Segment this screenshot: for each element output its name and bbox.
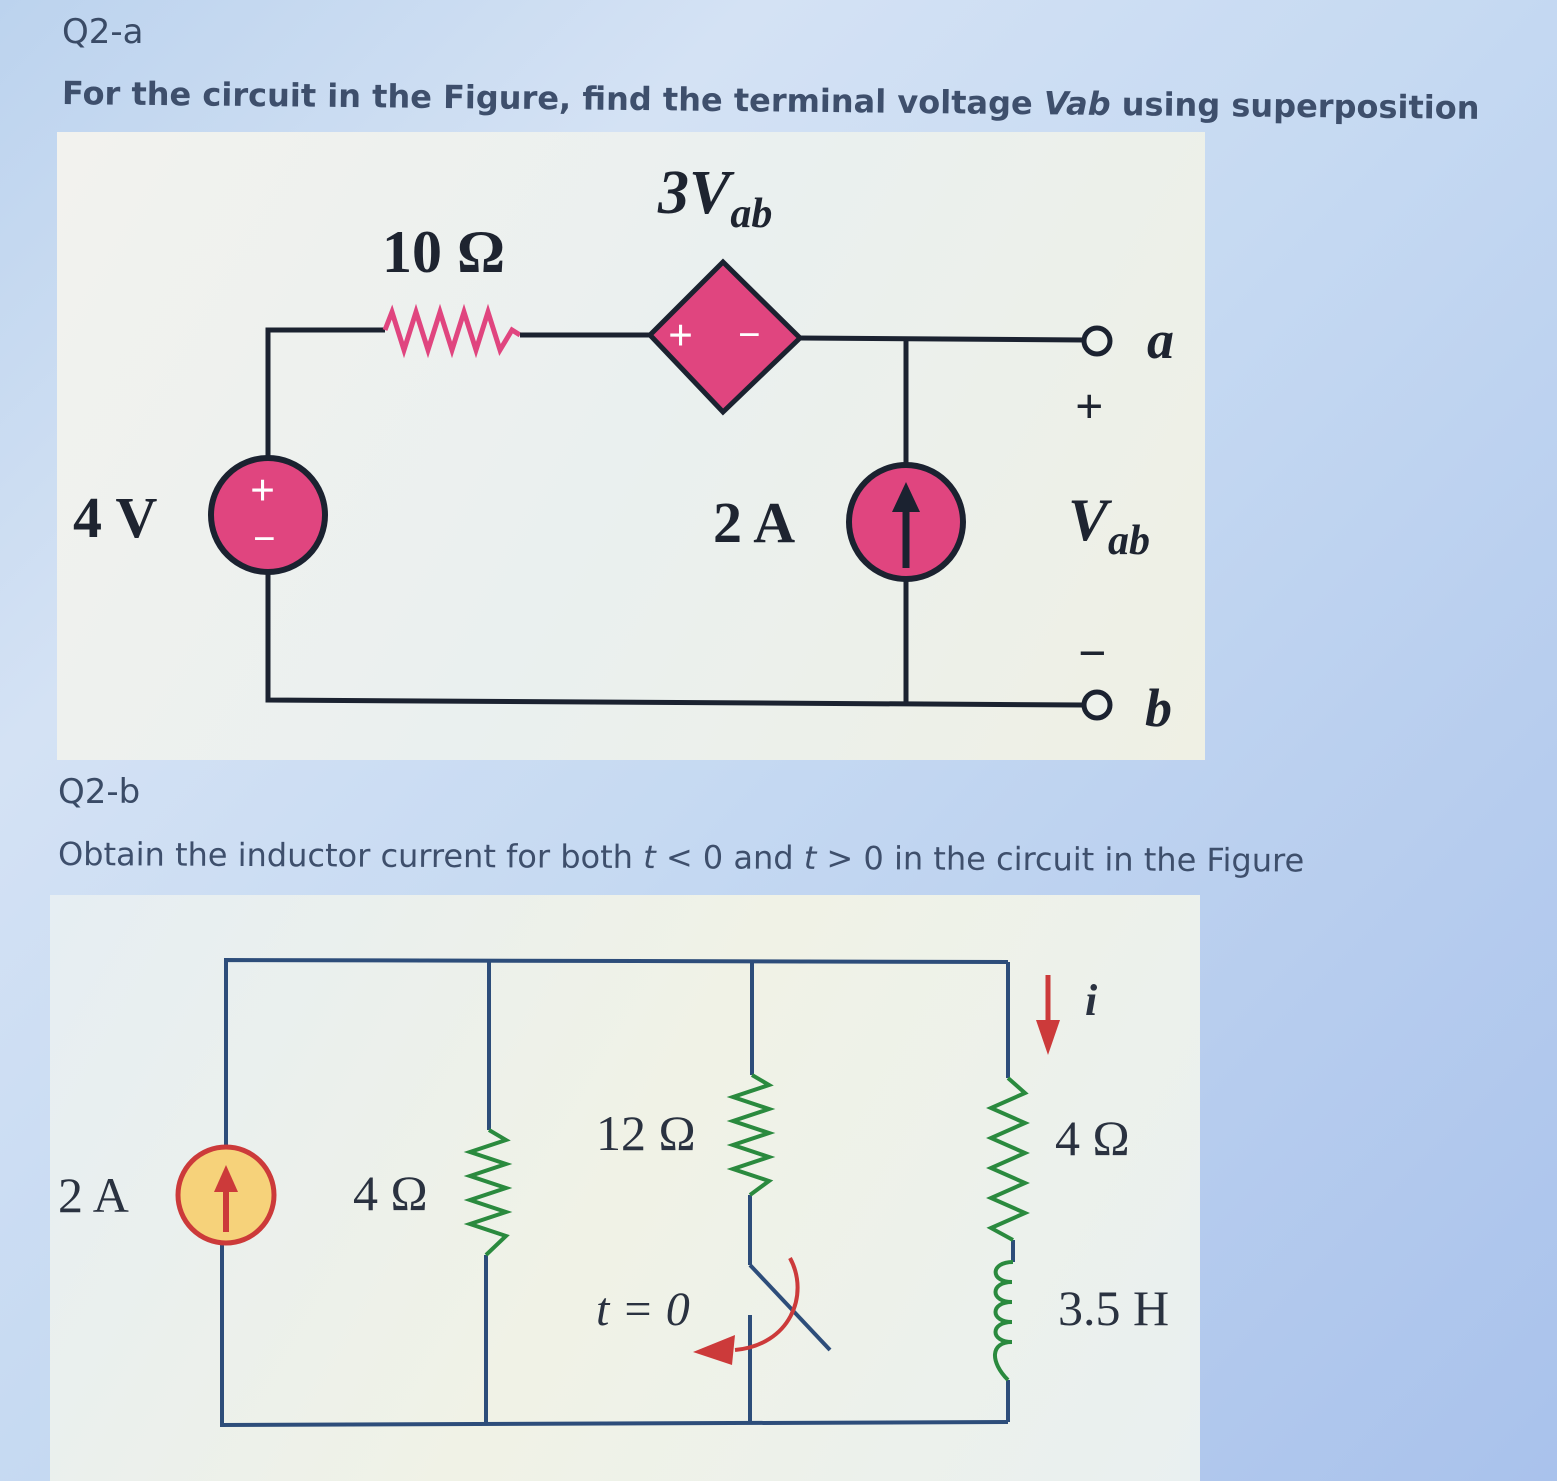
- resistor-12-label: 12 Ω: [596, 1105, 696, 1161]
- circuit-a-panel: [57, 132, 1205, 760]
- resistor-4-ohm-right: [986, 1076, 1030, 1242]
- current-source-label: 2 A: [713, 490, 795, 555]
- resistor-4-ohm-left: [463, 1128, 513, 1257]
- up-arrow-icon: [892, 482, 920, 512]
- q2b-label: Q2-b: [58, 772, 141, 812]
- voltage-source-label: 4 V: [73, 485, 157, 550]
- dep-source-label: 3Vab: [657, 159, 772, 237]
- up-arrow-icon-b: [214, 1165, 238, 1192]
- vs-plus-sign: +: [250, 466, 275, 515]
- resistor-4-right-label: 4 Ω: [1055, 1110, 1130, 1166]
- left-arrow-icon: [693, 1335, 735, 1365]
- vab-sub: ab: [1108, 518, 1150, 564]
- switch-motion-arc: [734, 1257, 800, 1352]
- inductor-coil: [993, 1260, 1014, 1382]
- vab-label: Vab: [1068, 487, 1150, 564]
- switch-label: t = 0: [596, 1283, 690, 1336]
- circuit-b: [220, 957, 1015, 1428]
- resistor-12-ohm: [726, 1073, 776, 1197]
- q2a-label: Q2-a: [62, 12, 144, 52]
- terminal-minus: −: [1078, 625, 1107, 681]
- circuit-a: [265, 303, 1084, 708]
- terminal-b-node: [1081, 689, 1113, 721]
- down-arrow-icon: [1036, 1020, 1060, 1055]
- switch-blade: [748, 1263, 832, 1352]
- resistor-4-left-label: 4 Ω: [353, 1165, 428, 1221]
- voltage-source-4v: [208, 455, 328, 575]
- dep-plus-sign: +: [668, 311, 693, 360]
- wire-b-top: [224, 957, 1009, 1145]
- current-i-label: i: [1085, 976, 1098, 1025]
- wire-a-top-right: [799, 335, 1084, 343]
- dep-source-sub: ab: [730, 191, 772, 237]
- wire-a-bottom: [265, 570, 1084, 708]
- vs-minus-sign: −: [253, 516, 276, 561]
- current-source-b-label: 2 A: [58, 1167, 129, 1223]
- terminal-b-label: b: [1145, 678, 1172, 738]
- dep-minus-sign: −: [738, 312, 761, 357]
- inductor-label: 3.5 H: [1058, 1280, 1169, 1336]
- resistor-10-ohm: [382, 303, 522, 359]
- dep-source-value: 3V: [657, 159, 735, 227]
- terminal-a-node: [1081, 325, 1113, 357]
- terminal-a-label: a: [1147, 310, 1174, 370]
- vab-value: V: [1068, 487, 1113, 553]
- dependent-voltage-source: [646, 258, 804, 416]
- inductor-3-5h: [993, 1260, 1014, 1382]
- resistor-10-label: 10 Ω: [382, 219, 505, 285]
- wire-b-bottom: [220, 1245, 1009, 1428]
- terminal-plus: +: [1075, 378, 1104, 434]
